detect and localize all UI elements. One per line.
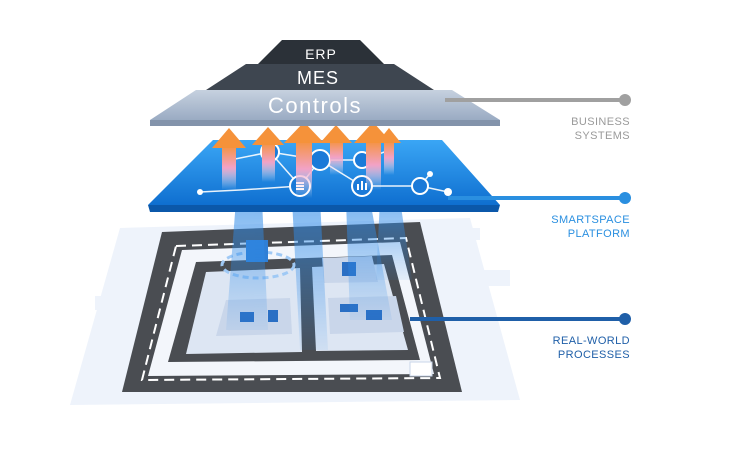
business-systems-line-1: BUSINESS <box>571 116 630 128</box>
smartspace-platform-dot-icon <box>619 192 631 204</box>
smartspace-platform-line-2: PLATFORM <box>567 228 630 240</box>
business-systems-dot-icon <box>619 94 631 106</box>
data-beams <box>226 200 412 350</box>
real-world-processes-dot-icon <box>619 313 631 325</box>
business-pyramid: Controls MES ERP <box>150 40 500 126</box>
mes-label: MES <box>297 68 339 88</box>
mes-layer <box>206 64 434 90</box>
real-world-processes-label: REAL-WORLD PROCESSES <box>520 334 630 362</box>
callout-lines <box>410 94 631 325</box>
upward-arrows <box>212 122 401 198</box>
smartspace-platform-line-1: SMARTSPACE <box>551 214 630 226</box>
real-world-processes-line-2: PROCESSES <box>557 349 630 361</box>
smartspace-platform-layer <box>148 140 500 212</box>
smartspace-platform-label: SMARTSPACE PLATFORM <box>520 213 630 241</box>
business-systems-line-2: SYSTEMS <box>574 130 630 142</box>
controls-label: Controls <box>268 93 362 118</box>
erp-label: ERP <box>305 46 337 62</box>
business-systems-label: BUSINESS SYSTEMS <box>520 115 630 143</box>
real-world-processes-line-1: REAL-WORLD <box>552 335 630 347</box>
controls-layer <box>150 90 500 120</box>
erp-layer <box>258 40 384 64</box>
